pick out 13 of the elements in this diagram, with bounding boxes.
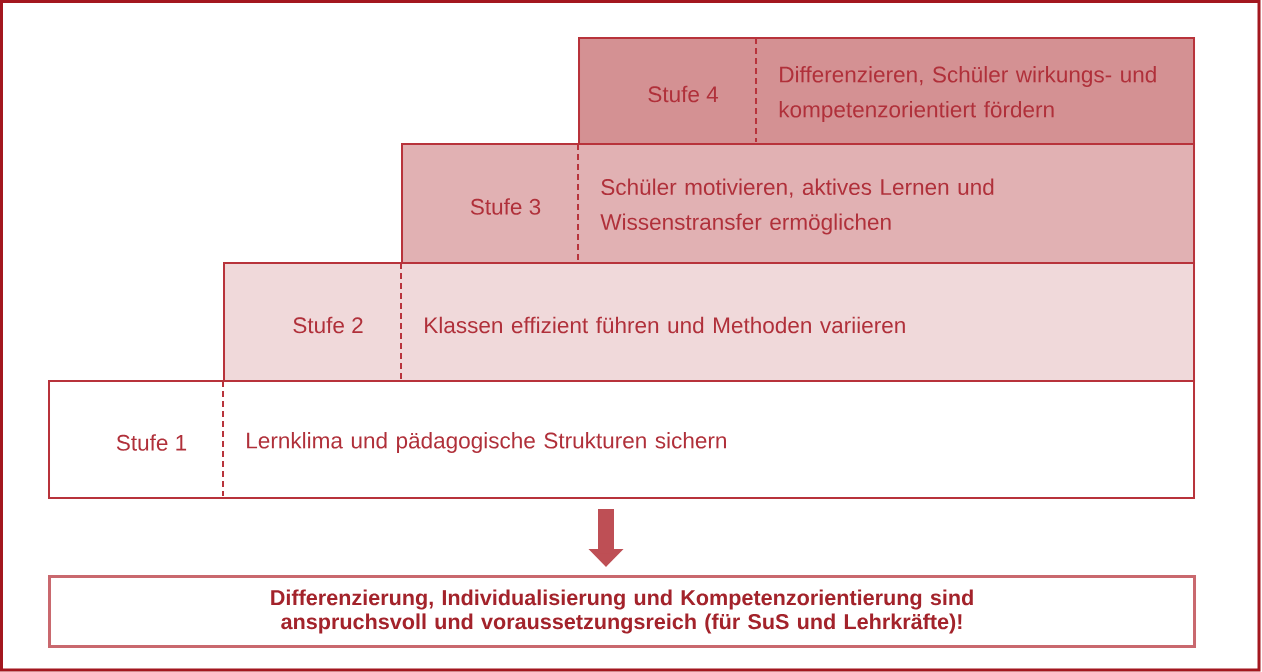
step-box (578, 37, 1195, 145)
step-label: Stufe 3 (470, 198, 541, 215)
step-description: Lernklima und pädagogische Strukturen sichern (247, 432, 726, 453)
step-box (401, 143, 1195, 264)
step-description: Schüler motivieren, aktives Lernen und Wissenstransfer ermöglichen (600, 178, 994, 235)
conclusion-box: Differenzierung, Individualisierung und Kompetenzorientierung sind anspruchsvoll und voraussetzungsreich (für SuS und Lehrkräfte)! (48, 575, 1196, 648)
step-box (48, 380, 1195, 499)
step-label: Stufe 1 (116, 434, 187, 451)
step-label: Stufe 4 (648, 85, 719, 103)
step-description: Differenzieren, Schüler wirkungs- und kompetenzorientiert fördern (779, 66, 1156, 122)
step-box (223, 262, 1195, 382)
step-label: Stufe 2 (293, 316, 363, 334)
step-description: Klassen effizient führen und Methoden variieren (425, 316, 905, 334)
